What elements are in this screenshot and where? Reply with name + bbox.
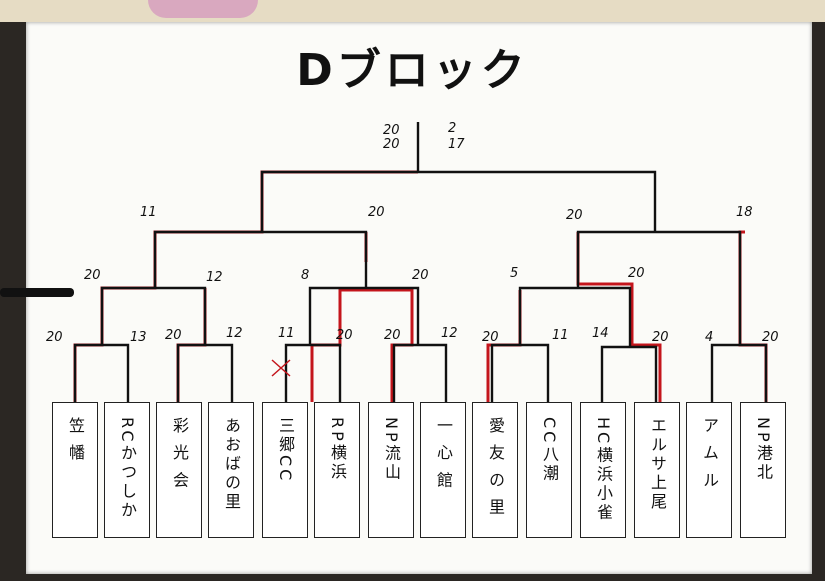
team-name: 一 心 館 xyxy=(434,417,453,491)
team-name: 笠 幡 xyxy=(66,417,85,464)
pink-object xyxy=(148,0,258,18)
team-name: NP港北 xyxy=(754,417,773,483)
team-name: RP横浜 xyxy=(328,417,347,482)
team-name: RCかつしか xyxy=(118,417,137,521)
r1-score: 20 xyxy=(652,330,669,345)
r1-score: 11 xyxy=(552,328,569,343)
r1-score: 11 xyxy=(278,326,295,341)
pin-magnet xyxy=(0,288,74,297)
team-name: HC横浜小雀 xyxy=(594,417,613,523)
team-card: HC横浜小雀 xyxy=(580,402,626,538)
r1-score: 4 xyxy=(705,330,714,345)
r1-score: 20 xyxy=(46,330,63,345)
r3-score: 18 xyxy=(736,205,753,220)
r3-score: 20 xyxy=(368,205,385,220)
team-name: あおばの里 xyxy=(222,417,241,512)
team-name: 彩 光 会 xyxy=(170,417,189,491)
team-name: NP流山 xyxy=(382,417,401,483)
team-card: 愛 友 の 里 xyxy=(472,402,518,538)
team-card: 三郷CC xyxy=(262,402,308,538)
r2-score: 20 xyxy=(412,268,429,283)
team-card: エルサ上尾 xyxy=(634,402,680,538)
r1-score: 14 xyxy=(592,326,609,341)
team-card: ア ム ル xyxy=(686,402,732,538)
x-mark xyxy=(271,359,291,377)
final-score-right-1: 2 xyxy=(448,121,457,136)
r1-score: 13 xyxy=(130,330,147,345)
team-card: 彩 光 会 xyxy=(156,402,202,538)
team-name: CC八潮 xyxy=(540,417,559,484)
team-name: エルサ上尾 xyxy=(648,417,667,512)
team-card: NP港北 xyxy=(740,402,786,538)
bracket-black-lines xyxy=(73,122,768,402)
r1-score: 20 xyxy=(384,328,401,343)
r2-score: 8 xyxy=(301,268,310,283)
r3-score: 11 xyxy=(140,205,157,220)
team-name: ア ム ル xyxy=(700,417,719,491)
r2-score: 20 xyxy=(84,268,101,283)
team-card: 笠 幡 xyxy=(52,402,98,538)
team-card: CC八潮 xyxy=(526,402,572,538)
r1-score: 20 xyxy=(336,328,353,343)
team-card: あおばの里 xyxy=(208,402,254,538)
team-name: 三郷CC xyxy=(276,417,295,484)
final-score-left-2: 20 xyxy=(383,137,400,152)
r1-score: 20 xyxy=(762,330,779,345)
r1-score: 12 xyxy=(441,326,458,341)
r1-score: 20 xyxy=(482,330,499,345)
r2-score: 12 xyxy=(206,270,223,285)
final-score-left-1: 20 xyxy=(383,123,400,138)
team-card: RP横浜 xyxy=(314,402,360,538)
team-card: RCかつしか xyxy=(104,402,150,538)
team-card: 一 心 館 xyxy=(420,402,466,538)
r2-score: 5 xyxy=(510,266,519,281)
r2-score: 20 xyxy=(628,266,645,281)
r1-score: 20 xyxy=(165,328,182,343)
block-title: Dブロック xyxy=(296,45,529,96)
team-card: NP流山 xyxy=(368,402,414,538)
final-score-right-2: 17 xyxy=(448,137,465,152)
r3-score: 20 xyxy=(566,208,583,223)
team-name: 愛 友 の 里 xyxy=(486,417,505,518)
r1-score: 12 xyxy=(226,326,243,341)
